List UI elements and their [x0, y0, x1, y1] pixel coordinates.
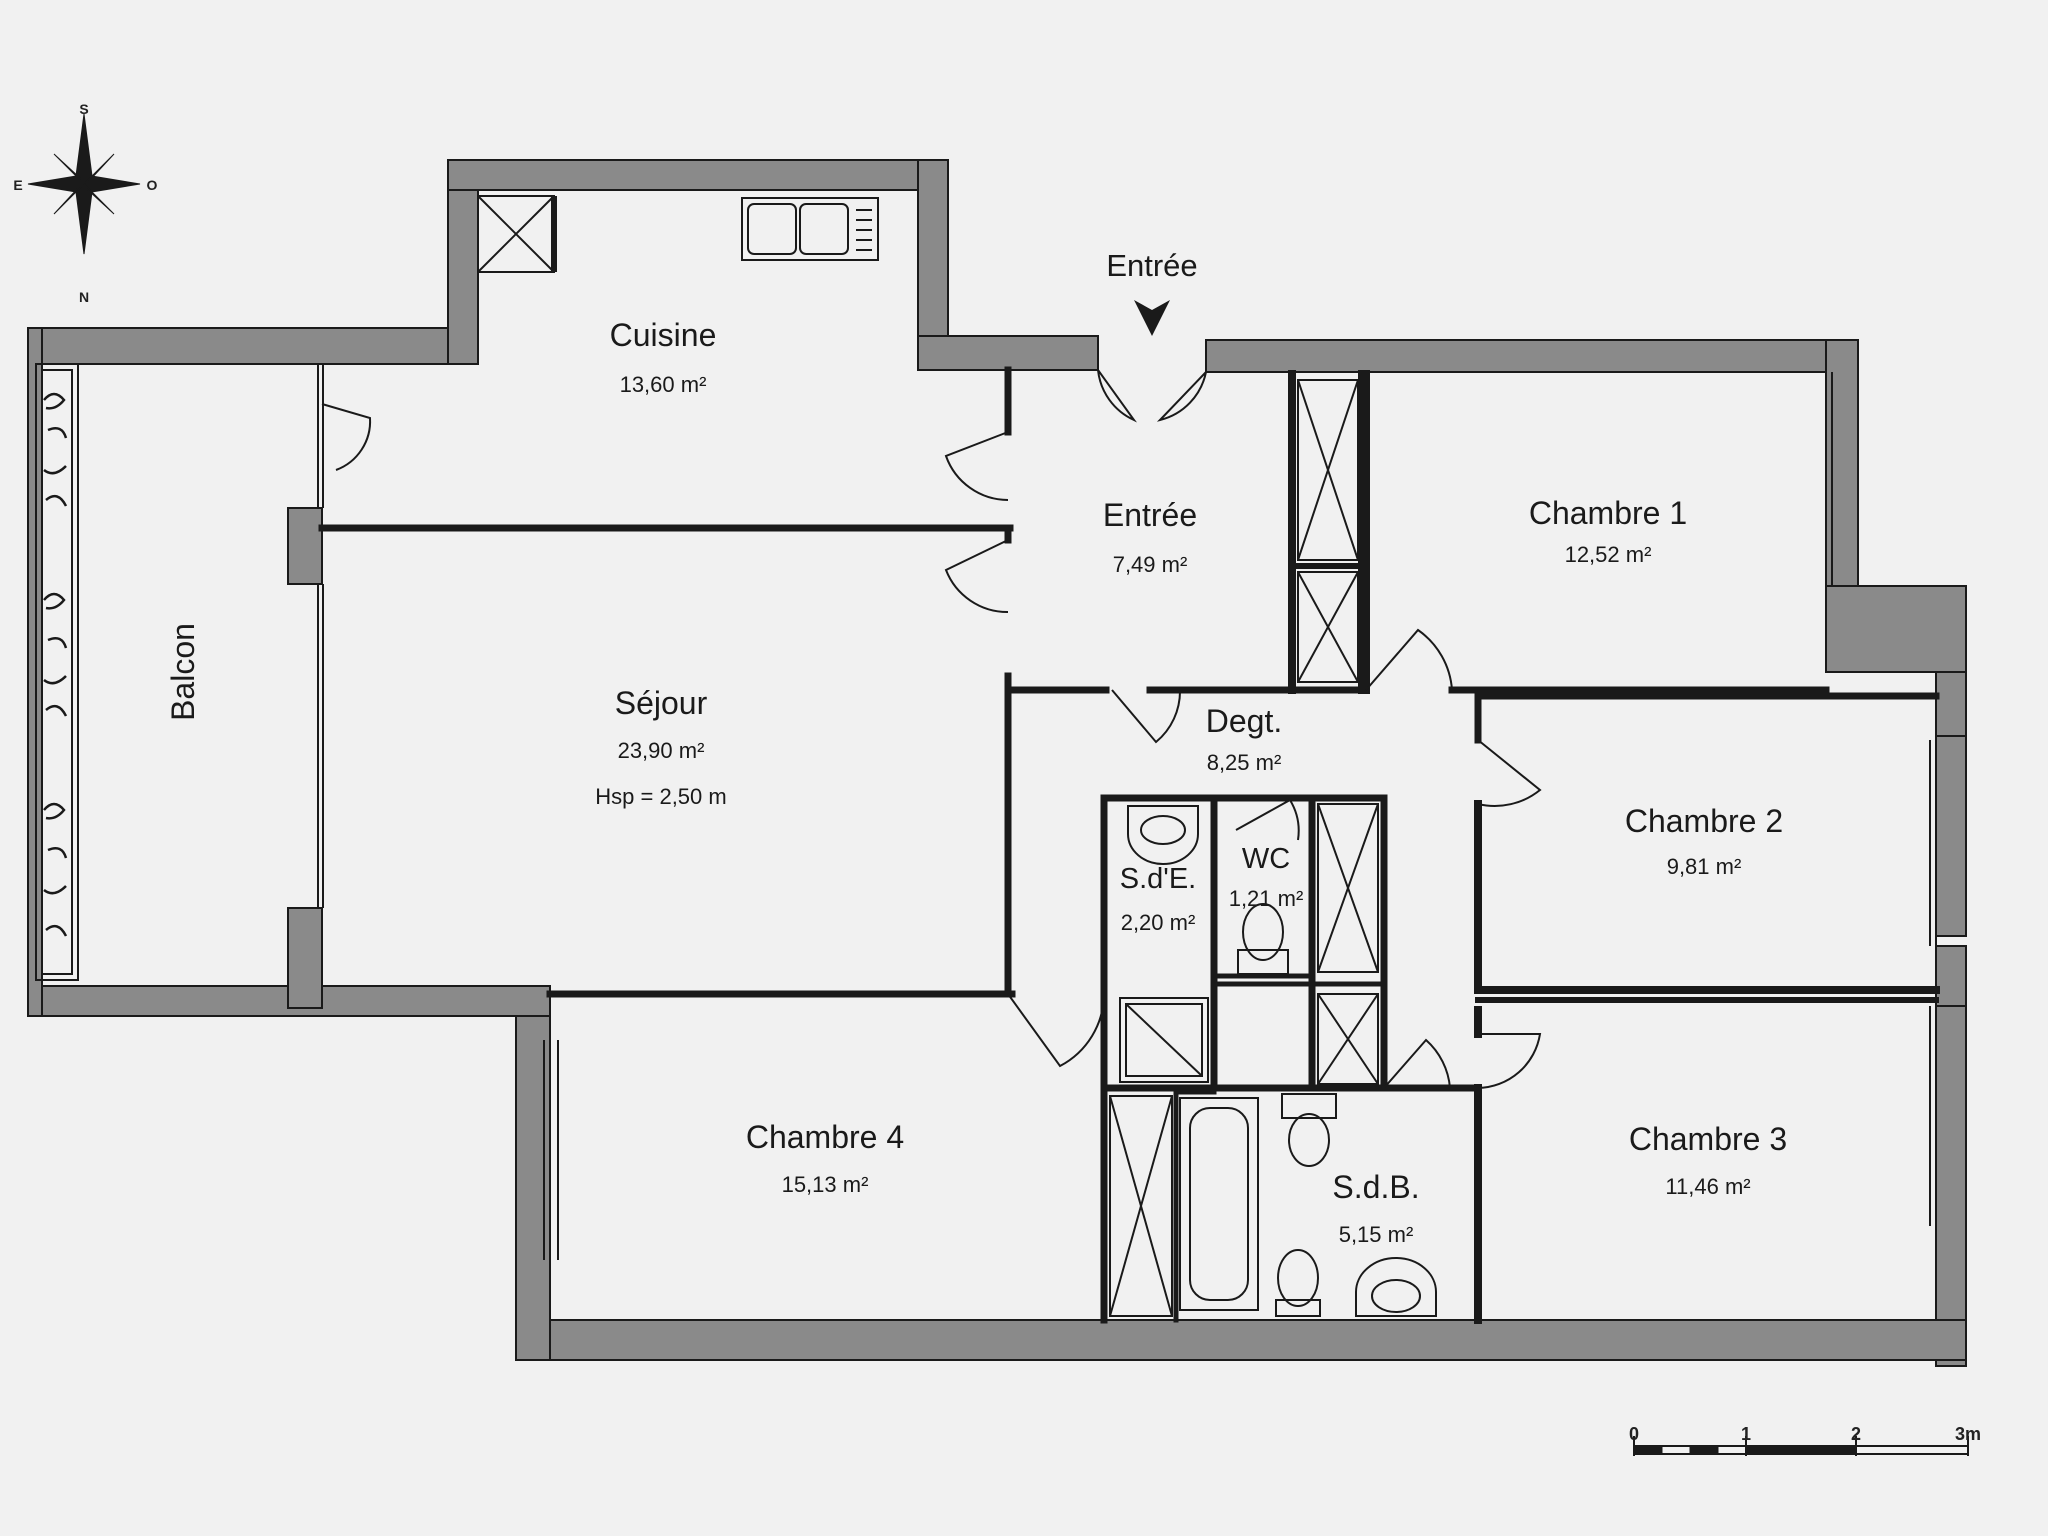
compass-north: N	[79, 289, 89, 305]
scale-tick-3: 3m	[1955, 1424, 1981, 1444]
kitchen-sink	[741, 197, 879, 261]
door-swings	[321, 369, 1542, 1089]
room-wc-area: 1,21 m²	[1229, 886, 1304, 911]
compass-rose-icon	[27, 113, 141, 255]
room-sejour-name: Séjour	[615, 685, 708, 721]
wc-toilet	[1237, 903, 1289, 975]
kitchen-cabinet	[477, 195, 557, 273]
closets	[1109, 379, 1379, 1317]
compass-east: E	[13, 177, 22, 193]
windows	[317, 364, 1937, 1260]
room-entree-name: Entrée	[1103, 497, 1197, 533]
balcony-planter	[35, 363, 79, 981]
room-chambre2-area: 9,81 m²	[1667, 854, 1742, 879]
scale-tick-2: 2	[1851, 1424, 1861, 1444]
compass-south: S	[79, 101, 88, 117]
room-chambre2-name: Chambre 2	[1625, 803, 1783, 839]
scale-tick-1: 1	[1741, 1424, 1751, 1444]
bidet	[1275, 1249, 1321, 1317]
room-sde-area: 2,20 m²	[1121, 910, 1196, 935]
exterior-walls	[27, 159, 1967, 1367]
room-chambre1-area: 12,52 m²	[1565, 542, 1652, 567]
sdb-washbasin	[1355, 1257, 1437, 1317]
entrance-arrow-icon	[1134, 300, 1170, 336]
scale-bar	[1633, 1436, 1969, 1456]
room-sejour-height: Hsp = 2,50 m	[595, 784, 726, 809]
room-degt-name: Degt.	[1206, 703, 1282, 739]
compass-west: O	[147, 177, 158, 193]
room-chambre4-name: Chambre 4	[746, 1119, 904, 1155]
room-sejour-area: 23,90 m²	[618, 738, 705, 763]
room-sde-name: S.d'E.	[1120, 863, 1196, 895]
room-entree-area: 7,49 m²	[1113, 552, 1188, 577]
bathtub	[1179, 1097, 1259, 1311]
room-chambre1-name: Chambre 1	[1529, 495, 1687, 531]
sdb-toilet	[1281, 1093, 1337, 1167]
scale-tick-0: 0	[1629, 1424, 1639, 1444]
room-sdb-area: 5,15 m²	[1339, 1222, 1414, 1247]
shower-tray	[1119, 997, 1209, 1083]
room-balcon-name: Balcon	[165, 623, 201, 721]
room-chambre3-name: Chambre 3	[1629, 1121, 1787, 1157]
room-chambre3-area: 11,46 m²	[1665, 1174, 1750, 1199]
room-sdb-name: S.d.B.	[1332, 1169, 1419, 1205]
room-wc-name: WC	[1242, 843, 1290, 875]
sde-washbasin	[1127, 805, 1199, 865]
room-cuisine-area: 13,60 m²	[620, 372, 707, 397]
room-degt-area: 8,25 m²	[1207, 750, 1282, 775]
room-chambre4-area: 15,13 m²	[782, 1172, 869, 1197]
interior-walls	[318, 366, 1940, 1324]
room-cuisine-name: Cuisine	[610, 317, 717, 353]
entrance-label: Entrée	[1106, 248, 1197, 283]
